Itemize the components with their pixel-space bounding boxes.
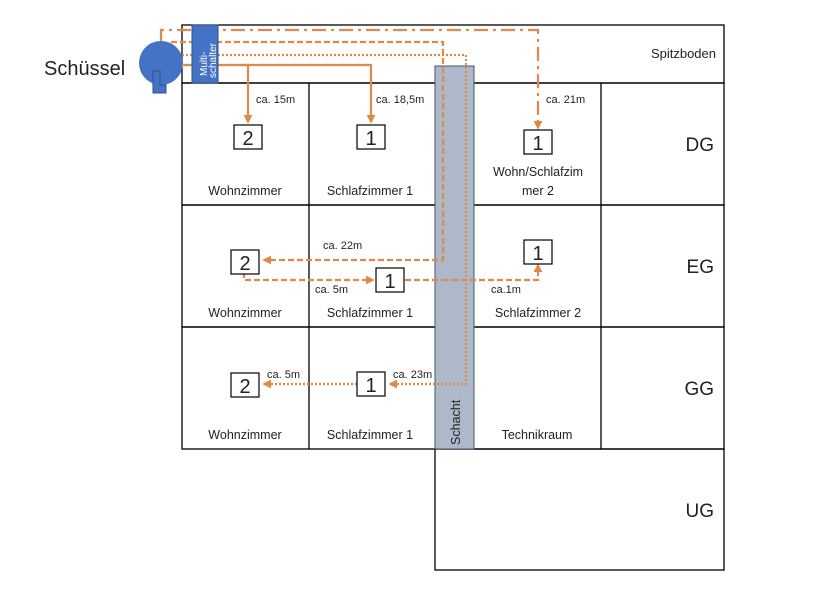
multiswitch-label-1: Multi- [199,52,210,76]
room-gg-schlafzimmer-1: ca. 23m 1 Schlafzimmer 1 [327,369,432,442]
floor-label-spitzboden: Spitzboden [651,46,716,61]
outlet-count: 1 [365,128,376,150]
room-dg-schlafzimmer-1: ca. 18,5m 1 Schlafzimmer 1 [327,94,424,198]
cable-dg-wohn [240,63,253,124]
distance-label: ca. 22m [323,240,362,252]
outlet-count: 1 [532,133,543,155]
room-name: Schlafzimmer 1 [327,184,413,198]
outlet-box [230,372,260,398]
distance-label: ca. 21m [546,94,585,106]
cable-routes [159,28,543,389]
floor-label-ug: UG [686,501,715,522]
outlet-count: 2 [242,128,253,150]
room-eg-schlafzimmer-1: ca. 5m 1 Schlafzimmer 1 [315,267,413,320]
outlet-box [233,124,263,150]
outlet-box [523,129,553,155]
cable-eg-schlaf1 [242,272,375,285]
room-gg-wohnzimmer: ca. 5m 2 Wohnzimmer [208,369,300,442]
room-name: Wohnzimmer [208,184,281,198]
room-name-line-2: mer 2 [522,184,554,198]
room-name: Wohnzimmer [208,306,281,320]
multiswitch [191,24,219,84]
distance-label: ca. 23m [393,369,432,381]
room-eg-wohnzimmer: ca. 22m 2 Wohnzimmer [208,240,362,320]
outlet-count: 1 [365,375,376,397]
outlet-box [230,249,260,275]
outlet-count: 2 [239,376,250,398]
floor-label-dg: DG [686,135,715,156]
multiswitch-label-2: schalter [208,42,219,78]
shaft-label: Schacht [449,399,463,445]
room-name: Technikraum [502,428,573,442]
room-name-line-1: Wohn/Schlafzim [493,165,583,179]
distance-label: ca. 5m [315,284,348,296]
room-dg-wohn-schlafzimmer-2: ca. 21m 1 Wohn/Schlafzim mer 2 [493,94,585,198]
dish-label: Schüssel [44,58,125,80]
room-name: Schlafzimmer 2 [495,306,581,320]
outlet-box [356,371,386,397]
room-name: Schlafzimmer 1 [327,428,413,442]
shaft [434,65,475,450]
ug-outline [434,448,725,571]
cable-eg-schlaf2 [443,263,543,282]
outlet-box [523,239,553,265]
room-eg-schlafzimmer-2: ca.1m 1 Schlafzimmer 2 [491,239,581,320]
floor-label-gg: GG [684,379,714,400]
cable-eg-wohn [170,40,445,265]
distance-label: ca. 15m [256,94,295,106]
room-gg-technikraum: Technikraum [502,428,573,442]
floor-label-eg: EG [687,257,714,278]
outlet-count: 1 [384,271,395,293]
distance-label: ca.1m [491,284,521,296]
cable-dg-wohnschlaf2 [159,28,543,130]
room-name: Schlafzimmer 1 [327,306,413,320]
distance-label: ca. 5m [267,369,300,381]
cable-gg-schlaf1 [182,53,468,389]
satellite-dish-icon [139,41,183,94]
room-dg-wohnzimmer: ca. 15m 2 Wohnzimmer [208,94,295,198]
outlet-count: 1 [532,243,543,265]
outlet-box [356,124,386,150]
outlet-count: 2 [239,253,250,275]
room-name: Wohnzimmer [208,428,281,442]
outlet-box [375,267,405,293]
distance-label: ca. 18,5m [376,94,424,106]
